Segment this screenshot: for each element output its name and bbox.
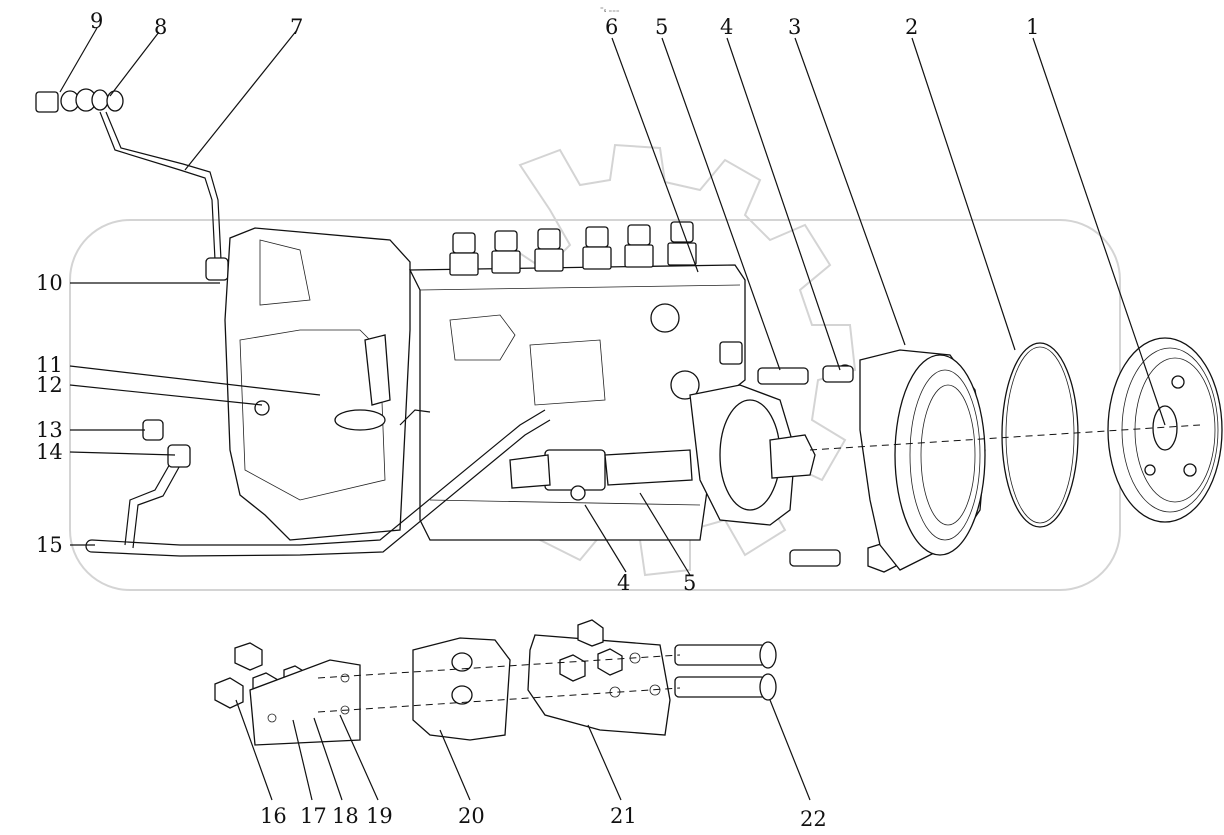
drive-housing	[859, 349, 986, 571]
callout-5: 5	[655, 15, 668, 39]
callout-19: 19	[366, 804, 393, 828]
callout-8: 8	[154, 15, 167, 39]
callout-10: 10	[36, 271, 63, 295]
injection-pump-body	[224, 221, 853, 541]
callout-21: 21	[610, 804, 637, 828]
shaft-axis	[809, 424, 1201, 451]
drive-gear	[1107, 337, 1223, 523]
callout-7: 7	[290, 15, 303, 39]
callout-11: 11	[36, 353, 63, 377]
callout-17: 17	[300, 804, 327, 828]
callout-labels: 1 2 3 4 5 6 7 8 9 10 11 12 13 14 15 4 5 …	[36, 9, 1039, 831]
callout-12: 12	[36, 373, 63, 397]
callout-9: 9	[90, 9, 103, 33]
callout-4-lower: 4	[617, 571, 630, 595]
fuel-pipe	[85, 409, 551, 557]
callout-13: 13	[36, 418, 63, 442]
callout-20: 20	[458, 804, 485, 828]
callout-3: 3	[788, 15, 801, 39]
callout-6: 6	[605, 15, 618, 39]
callout-1: 1	[1026, 15, 1039, 39]
header-mark: ⁼ₛ ₌₌₌	[600, 6, 620, 14]
leader-lines	[59, 27, 1166, 801]
o-ring-inner	[1005, 346, 1075, 524]
delivery-valves	[449, 221, 697, 276]
callout-14: 14	[36, 440, 63, 464]
callout-18: 18	[332, 804, 359, 828]
callout-15: 15	[36, 533, 63, 557]
callout-16: 16	[260, 804, 287, 828]
callout-2: 2	[905, 15, 918, 39]
mounting-bracket-assembly	[214, 619, 777, 746]
callout-22: 22	[800, 807, 827, 831]
callout-4: 4	[720, 15, 733, 39]
callout-5-lower: 5	[683, 571, 696, 595]
fuel-return-line	[35, 88, 229, 281]
